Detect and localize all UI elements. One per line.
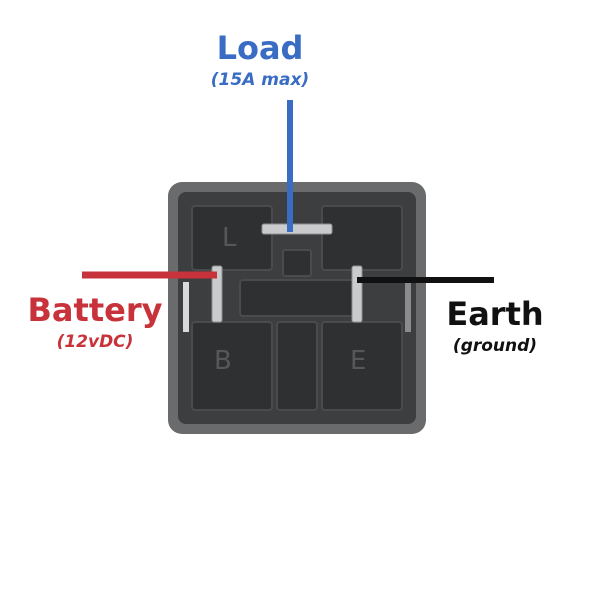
battery-subtitle: (12vDC)	[56, 332, 134, 352]
earth-subtitle: (ground)	[452, 336, 538, 356]
relay-edge-right	[405, 282, 411, 332]
battery-pin	[211, 265, 223, 323]
load-title: Load	[216, 29, 304, 67]
relay-recesses	[191, 205, 403, 411]
load-subtitle: (15A max)	[210, 70, 310, 90]
relay-edge-left	[183, 282, 189, 332]
earth-title: Earth	[446, 295, 544, 333]
battery-title: Battery	[27, 291, 163, 329]
load-pin	[261, 223, 333, 235]
pin-label-left: B	[214, 346, 232, 376]
pin-label-top: L	[222, 223, 237, 253]
pin-label-right: E	[350, 346, 366, 376]
earth-pin	[351, 265, 363, 323]
